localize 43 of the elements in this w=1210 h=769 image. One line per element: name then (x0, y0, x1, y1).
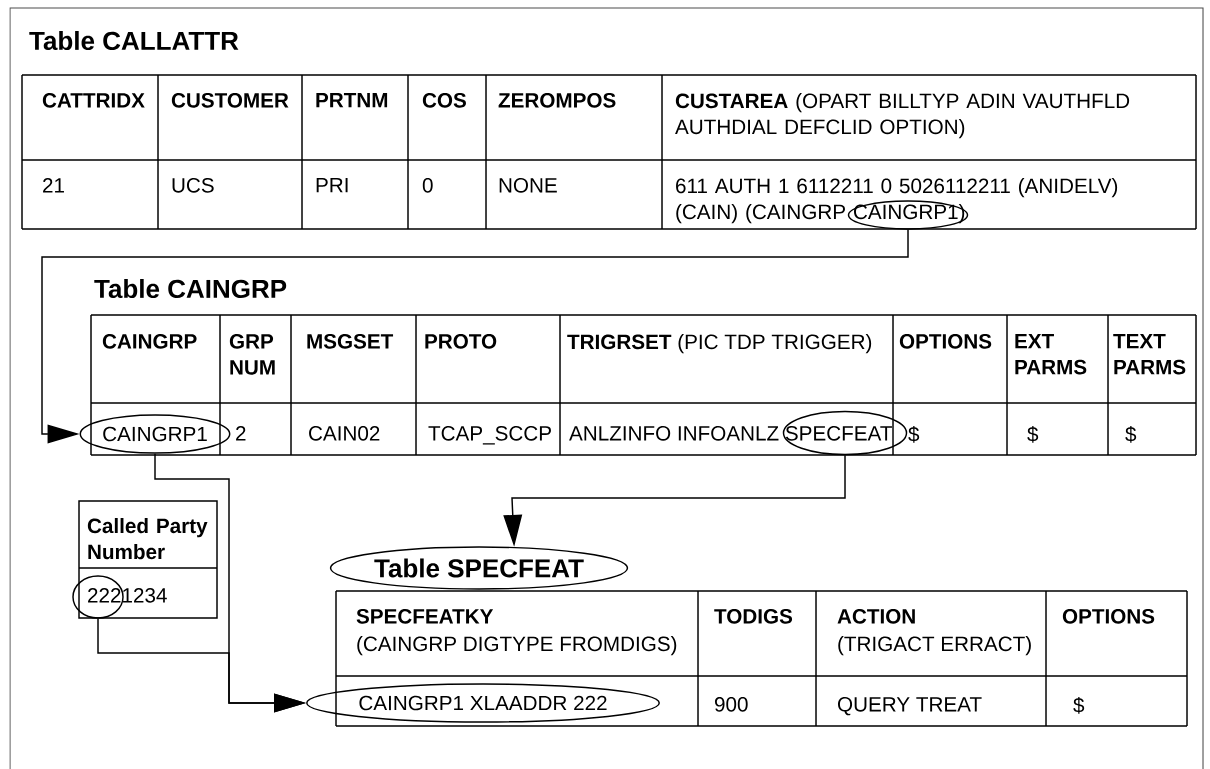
column-header: OPTIONS (899, 334, 992, 349)
cell-value: $ (1073, 697, 1085, 714)
cell-value: $ (1125, 426, 1137, 443)
cell-value: $ (1027, 426, 1039, 443)
cell-value: 0 (422, 178, 433, 193)
cell-value: UCS (172, 178, 214, 193)
column-header: PROTO (425, 334, 497, 349)
table-title: Table CAINGRP (94, 279, 287, 299)
column-header: GRP NUM (229, 334, 275, 375)
cell-value: ANLZINFO INFOANLZ SPECFEAT (569, 426, 892, 441)
circled-text: CAINGRP1 XLAADDR 222 (306, 683, 660, 723)
column-header: ZEROMPOS (498, 93, 616, 108)
column-header: CATTRIDX (42, 93, 145, 108)
cell-value: PRI (316, 178, 348, 193)
circled-text: CAINGRP1 (79, 414, 231, 454)
highlight-ellipse (782, 410, 908, 456)
column-header: CUSTAREA (OPART BILLTYP ADIN VAUTHFLD AUTHDIAL DEFCLID OPTION) (675, 93, 1130, 139)
column-header: MSGSET (307, 334, 394, 349)
cell-value: CAIN02 (309, 426, 380, 441)
column-header: EXT PARMS (1015, 334, 1087, 375)
column-header: CUSTOMER (171, 93, 289, 108)
column-header: OPTIONS (1062, 609, 1155, 624)
column-header: TRIGRSET (PIC TDP TRIGGER) (567, 334, 872, 354)
cell-value: 21 (43, 178, 64, 193)
column-header: (TRIGACT ERRACT) (838, 636, 1031, 656)
highlight-ellipse (847, 200, 969, 230)
column-header: PRTNM (316, 93, 388, 108)
column-header: Called Party Number (87, 518, 208, 560)
cell-value: TCAP_SCCP (428, 426, 551, 445)
column-header: SPECFEATKY (356, 609, 494, 624)
cell-value: QUERY TREAT (838, 697, 982, 716)
column-header: TEXT PARMS (1113, 334, 1186, 375)
table-title: Table CALLATTR (29, 31, 239, 51)
cell-value: NONE (499, 178, 557, 193)
cell-value: 611 AUTH 1 6112211 0 5026112211 (ANIDELV) (CAIN) (CAINGRP CAINGRP1) (676, 178, 1118, 224)
circled-title: Table SPECFEAT (329, 546, 629, 590)
column-header: COS (422, 93, 466, 108)
column-header: ACTION (837, 609, 915, 624)
column-header: TODIGS (714, 609, 793, 624)
column-header: (CAINGRP DIGTYPE FROMDIGS) (357, 636, 677, 656)
column-header: CAINGRP (102, 334, 197, 349)
cell-value: 900 (714, 697, 748, 712)
connector-arrow (41, 229, 909, 444)
